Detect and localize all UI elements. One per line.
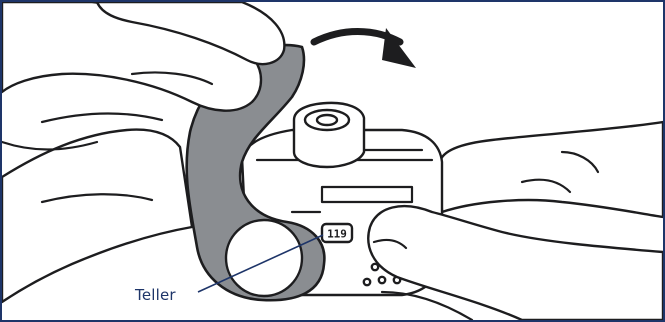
callout-leader-line [197,234,324,293]
counter-callout-label: Teller [135,286,176,304]
vent-hole-5 [362,277,372,287]
left-fingers [2,2,286,124]
vent-hole-1 [370,262,380,272]
counter-display: 119 [327,228,347,241]
vent-hole-3 [377,275,387,285]
dose-counter: 119 [320,222,354,244]
right-hand [438,120,663,219]
grip-ring-opening [224,218,304,298]
left-wrist [2,128,194,304]
right-thumb [367,204,663,320]
curved-arrow-icon [310,28,416,68]
